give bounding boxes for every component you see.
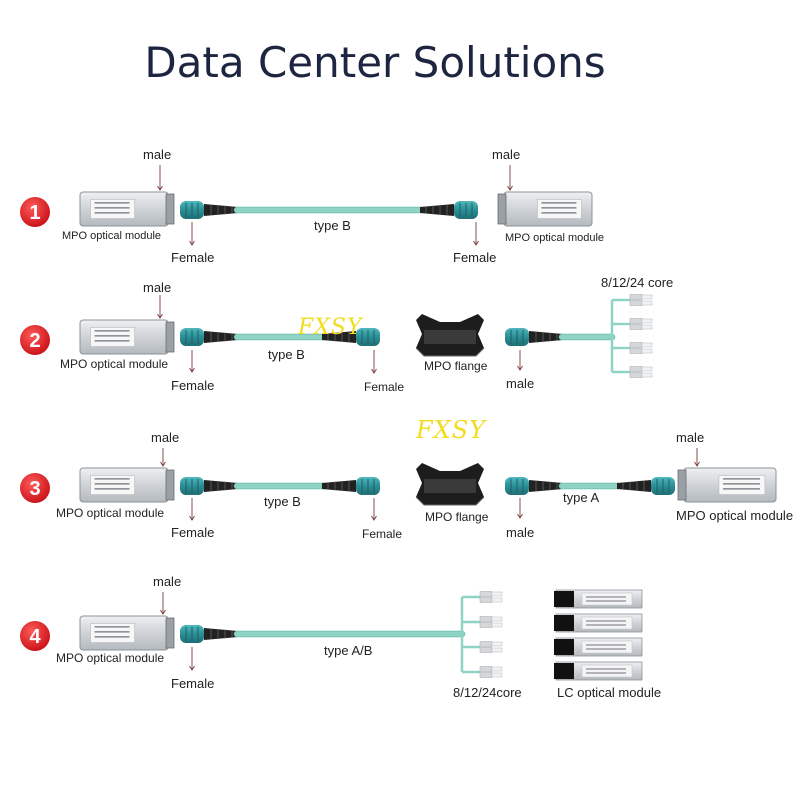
watermark: FXSY (416, 416, 487, 444)
mpo-optical-module-image (79, 467, 175, 503)
step-badge: 1 (20, 197, 50, 227)
mpo-connector-image (180, 625, 238, 643)
mpo-optical-module-image (497, 191, 593, 227)
mpo-connector-image (322, 477, 380, 495)
female-label: Female (453, 250, 497, 265)
cable-type-label: type B (314, 218, 351, 233)
svg-text:4: 4 (29, 626, 41, 648)
mpo-connector-image (180, 477, 238, 495)
male-label: male (151, 430, 180, 445)
svg-text:3: 3 (29, 478, 40, 500)
module-label: MPO optical module (60, 357, 169, 371)
male-label: male (676, 430, 705, 445)
pointer-line (371, 350, 377, 374)
lc-fanout (460, 591, 503, 678)
male-label: male (143, 147, 172, 162)
flange-label: MPO flange (424, 359, 488, 373)
mpo-connector-image (322, 328, 380, 346)
male-label: male (492, 147, 521, 162)
pointer-line (517, 498, 523, 519)
pointer-line (160, 592, 166, 615)
pointer-line (517, 350, 523, 371)
mpo-connector-image (420, 201, 478, 219)
lc-optical-module-image (554, 637, 643, 657)
pointer-line (371, 498, 377, 521)
mpo-optical-module-image (79, 615, 175, 651)
page-title: Data Center Solutions (144, 38, 606, 87)
female-label: Female (364, 380, 405, 394)
mpo-connector-image (180, 201, 238, 219)
module-label: MPO optical module (676, 508, 794, 523)
female-label: Female (362, 527, 403, 541)
cable-type-label: type B (268, 347, 305, 362)
core-label: 8/12/24 core (601, 275, 674, 290)
lc-optical-module-image (554, 613, 643, 633)
svg-text:1: 1 (29, 202, 40, 224)
module-label: MPO optical module (505, 232, 605, 244)
lc-optical-module-image (554, 589, 643, 609)
cable-type-label: type A (563, 490, 600, 505)
male-label: male (506, 525, 535, 540)
mpo-flange-image (415, 463, 485, 506)
module-label: MPO optical module (56, 651, 165, 665)
pointer-line (507, 165, 513, 191)
male-label: male (153, 574, 182, 589)
male-label: male (143, 280, 172, 295)
mpo-connector-image (617, 477, 675, 495)
pointer-line (160, 448, 166, 467)
watermark: FXSY (298, 315, 363, 340)
pointer-line (157, 295, 163, 319)
pointer-line (189, 222, 195, 246)
step-badge: 2 (20, 325, 50, 355)
female-label: Female (171, 525, 215, 540)
step-badge: 3 (20, 473, 50, 503)
cable-type-label: type B (264, 494, 301, 509)
module-label: MPO optical module (62, 230, 162, 242)
lc-optical-module-image (554, 661, 643, 681)
mpo-flange-image (415, 314, 485, 357)
mpo-optical-module-image (79, 319, 175, 355)
mpo-optical-module-image (79, 191, 175, 227)
pointer-line (694, 448, 700, 467)
lc-module-label: LC optical module (557, 685, 662, 700)
pointer-line (157, 165, 163, 191)
cable-type-label: type A/B (324, 643, 373, 658)
female-label: Female (171, 250, 215, 265)
svg-text:2: 2 (29, 330, 40, 352)
male-label: male (506, 376, 535, 391)
pointer-line (189, 498, 195, 521)
flange-label: MPO flange (425, 510, 489, 524)
lc-fanout (610, 294, 653, 378)
mpo-connector-image (505, 477, 563, 495)
pointer-line (473, 222, 479, 246)
female-label: Female (171, 676, 215, 691)
female-label: Female (171, 378, 215, 393)
core-label: 8/12/24core (453, 685, 522, 700)
module-label: MPO optical module (56, 506, 165, 520)
mpo-connector-image (180, 328, 238, 346)
pointer-line (189, 647, 195, 671)
step-badge: 4 (20, 621, 50, 651)
mpo-connector-image (505, 328, 563, 346)
pointer-line (189, 350, 195, 373)
mpo-optical-module-image (677, 467, 777, 503)
